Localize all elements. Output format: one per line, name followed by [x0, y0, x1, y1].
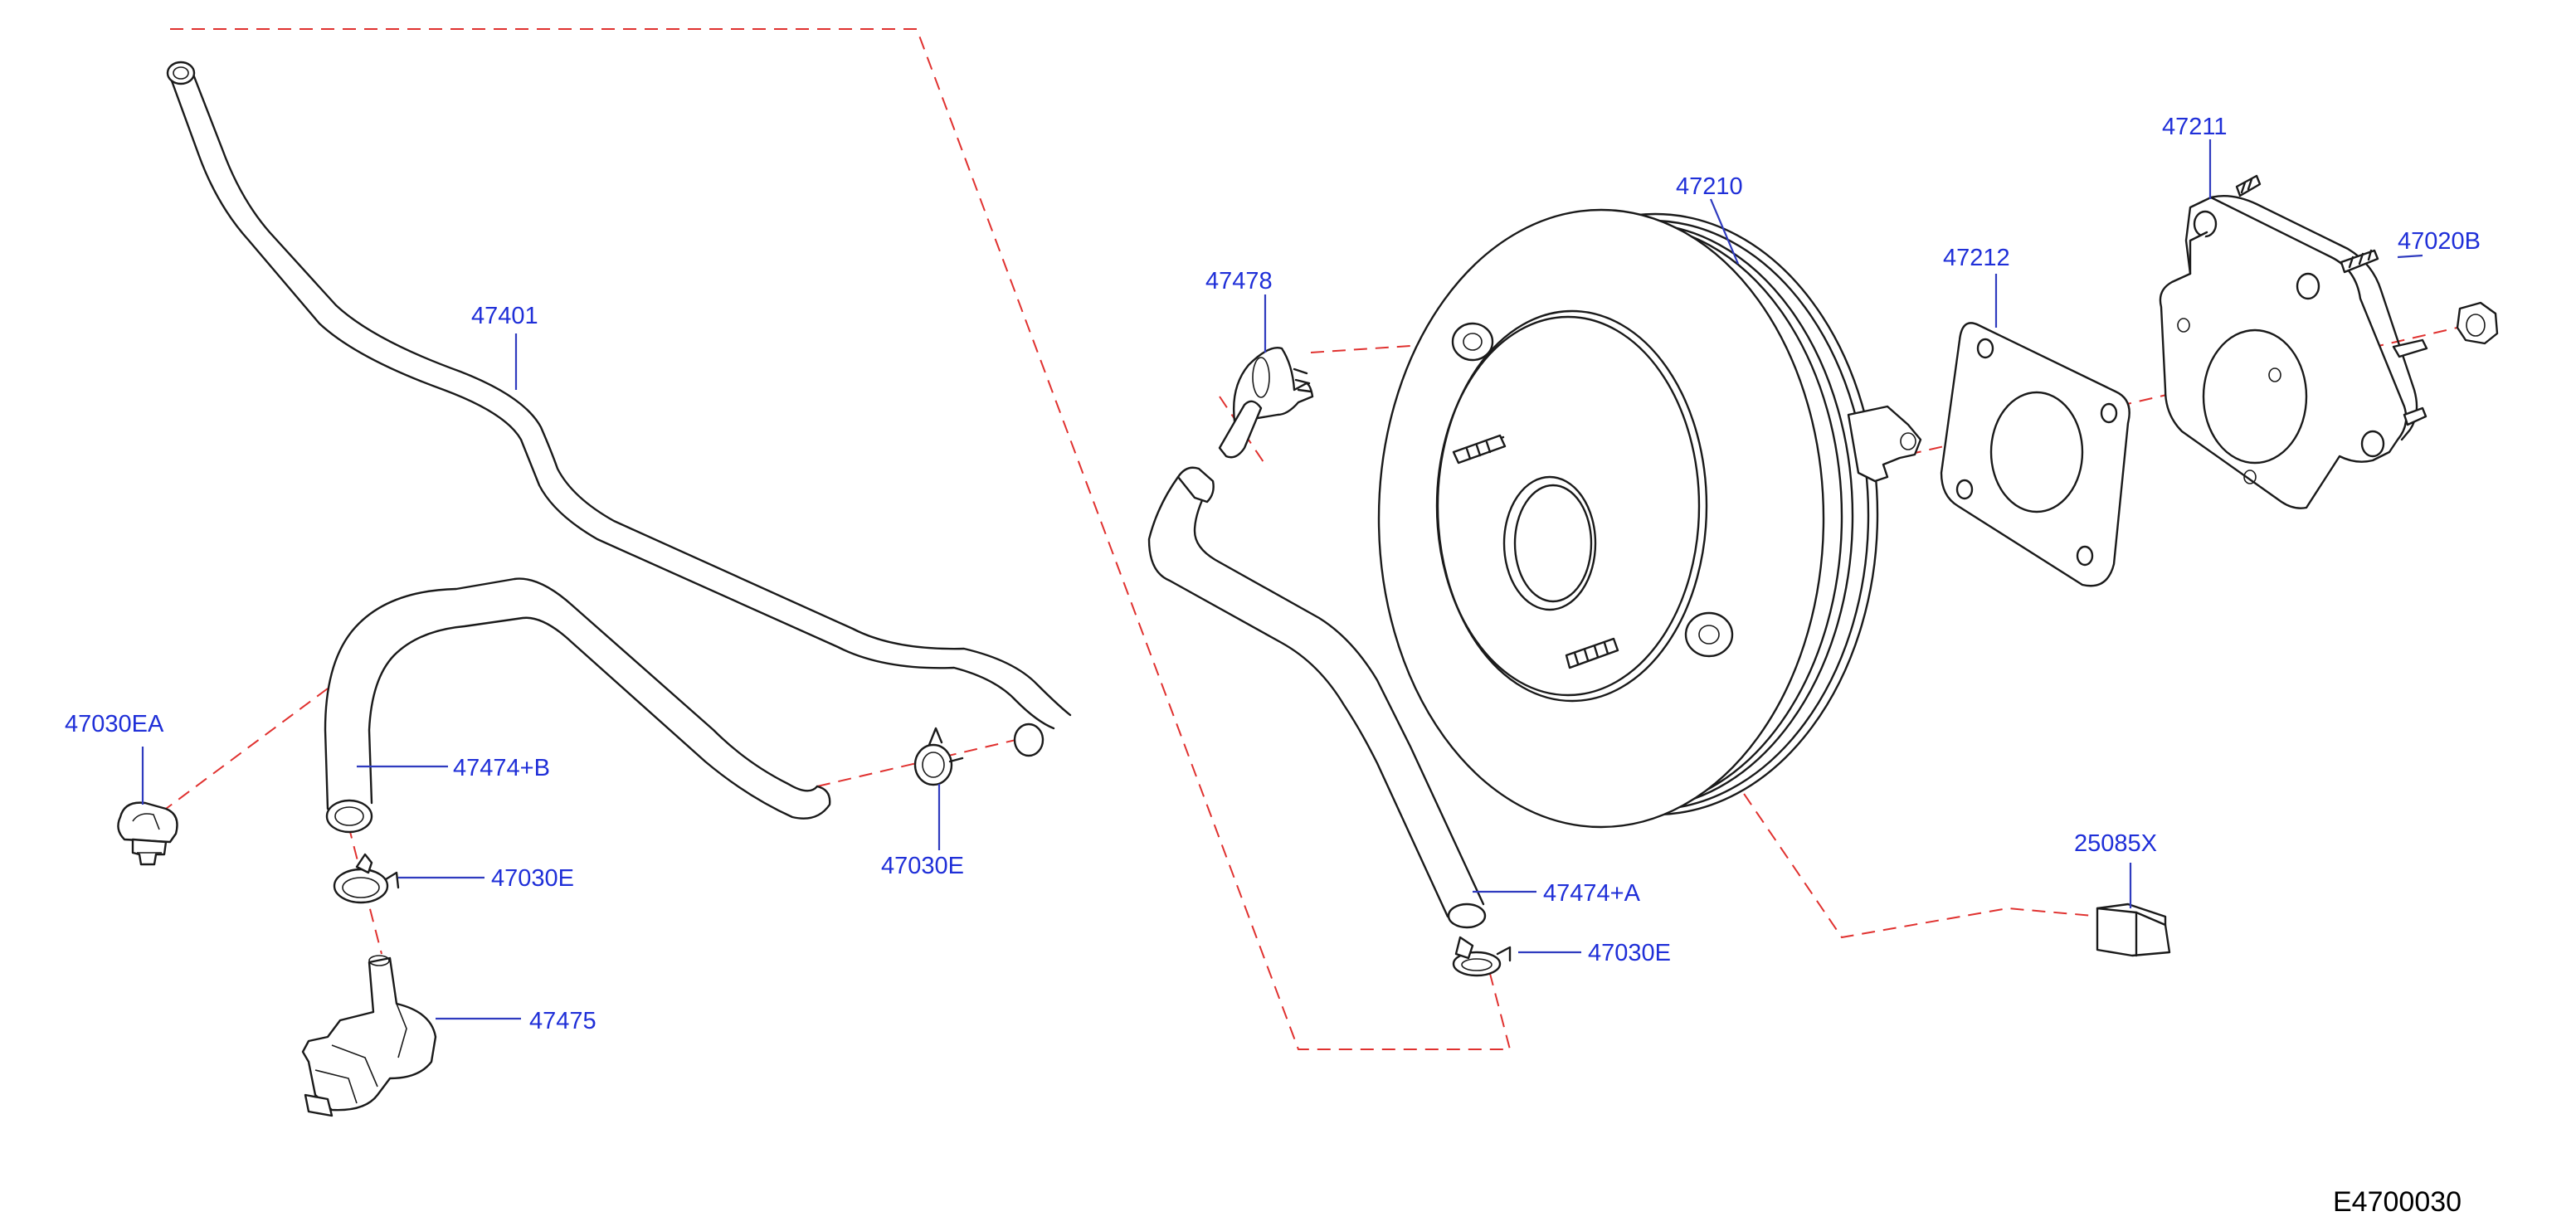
- label-47020b: 47020B: [2398, 228, 2481, 255]
- mounting-plate-47211: [2159, 174, 2428, 509]
- label-47401: 47401: [471, 303, 538, 329]
- label-47030ea: 47030EA: [65, 711, 164, 737]
- brake-booster-47210: [1377, 208, 1922, 829]
- check-valve-47475: [301, 955, 437, 1117]
- label-47478: 47478: [1205, 268, 1273, 294]
- label-47211: 47211: [2162, 114, 2228, 140]
- label-47210: 47210: [1676, 173, 1743, 200]
- figure-code: E4700030: [2333, 1186, 2462, 1218]
- label-47212: 47212: [1943, 245, 2010, 271]
- hose-clamp-47030e-left: [333, 853, 400, 904]
- valve-47478: [1218, 347, 1314, 459]
- label-47030e-left: 47030E: [491, 865, 574, 892]
- part-labels: 47401 47474+B 47030EA 47030E 47475 47030…: [65, 114, 2481, 1034]
- label-47030e-middle: 47030E: [881, 853, 964, 879]
- hose-47474-b: [324, 577, 831, 834]
- hose-clamp-47030e-middle: [913, 727, 964, 786]
- label-47474a: 47474+A: [1543, 880, 1641, 907]
- hose-47401: [166, 61, 1072, 757]
- label-25085x: 25085X: [2074, 830, 2157, 857]
- leader-lines: [141, 139, 2423, 1020]
- connector-25085x: [2096, 903, 2171, 957]
- reference-lines: [165, 28, 2469, 1050]
- hose-clamp-47030e-right: [1452, 936, 1512, 977]
- hose-47474-a: [1147, 466, 1487, 929]
- clip-47030ea: [117, 801, 178, 866]
- gasket-47212: [1940, 322, 2130, 587]
- label-47475: 47475: [529, 1008, 597, 1034]
- nut-47020b: [2456, 301, 2499, 345]
- label-47474b: 47474+B: [453, 755, 550, 781]
- label-47030e-right: 47030E: [1588, 940, 1671, 966]
